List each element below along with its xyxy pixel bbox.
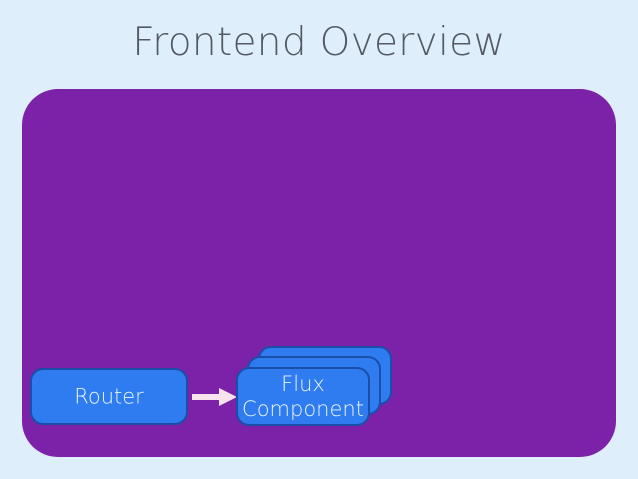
- diagram-node-router[interactable]: Router: [30, 368, 188, 425]
- diagram-node-flux-component-label: Flux Component: [242, 371, 364, 421]
- architecture-diagram: Router Flux Component: [22, 89, 616, 457]
- diagram-node-flux-component-card-front[interactable]: Flux Component: [236, 367, 370, 426]
- content-panel: Router Flux Component: [22, 89, 616, 457]
- arrow-right-icon: [192, 386, 238, 408]
- page-title: Frontend Overview: [132, 20, 506, 65]
- diagram-node-router-label: Router: [74, 384, 144, 408]
- arrow-right-icon-svg: [192, 388, 237, 406]
- diagram-node-flux-component-stack[interactable]: Flux Component: [236, 346, 394, 426]
